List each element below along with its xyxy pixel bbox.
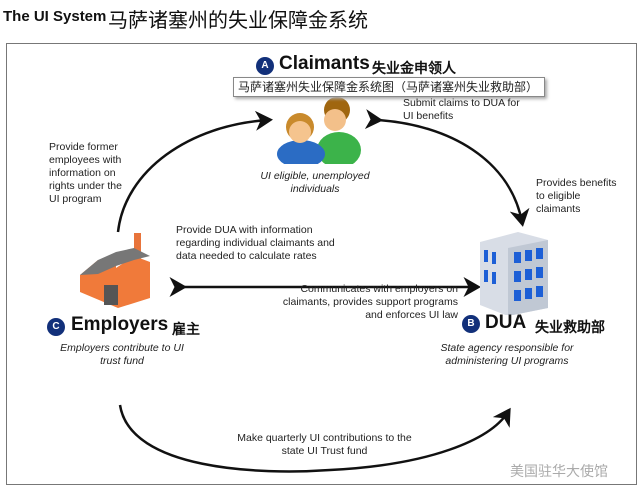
arrow-employers-to-claimants [116,110,273,233]
badge-b: B [462,315,480,333]
dua-label-cn: 失业救助部 [535,320,605,336]
arrow-claimants-dua [364,109,530,227]
building-icon [480,232,548,315]
dua-label: DUA [485,312,527,333]
dua-desc: State agency responsible for administeri… [440,342,574,367]
employers-desc: Employers contribute to UI trust fund [60,342,184,367]
factory-icon [80,233,150,308]
flow-dua-to-claimants: Provides benefits to eligible claimants [536,177,617,215]
image-caption-tooltip: 马萨诸塞州失业保障金系统图（马萨诸塞州失业救助部） [233,77,545,97]
employers-label: Employers [71,314,169,335]
badge-c: C [47,318,65,336]
employers-label-cn: 雇主 [172,322,200,338]
flow-claimants-to-dua: Submit claims to DUA for UI benefits [403,97,520,122]
claimants-label: Claimants [279,53,370,74]
watermark: 美国驻华大使馆 [510,463,608,479]
flow-contributions: Make quarterly UI contributions to the s… [237,432,412,457]
flow-employers-to-claimants: Provide former employees with informatio… [49,141,122,205]
claimants-people-icon [277,97,361,164]
claimants-desc: UI eligible, unemployed individuals [260,170,370,195]
arrow-contributions [118,404,511,473]
page-title-cn: 马萨诸塞州的失业保障金系统 [108,8,368,32]
badge-a: A [256,57,274,75]
diagram-frame [6,43,637,485]
flow-employers-to-dua: Provide DUA with information regarding i… [176,224,335,262]
claimants-label-cn: 失业金申领人 [372,61,456,77]
flow-dua-to-employers: Communicates with employers on claimants… [282,283,458,321]
page-title: The UI System [3,8,107,25]
